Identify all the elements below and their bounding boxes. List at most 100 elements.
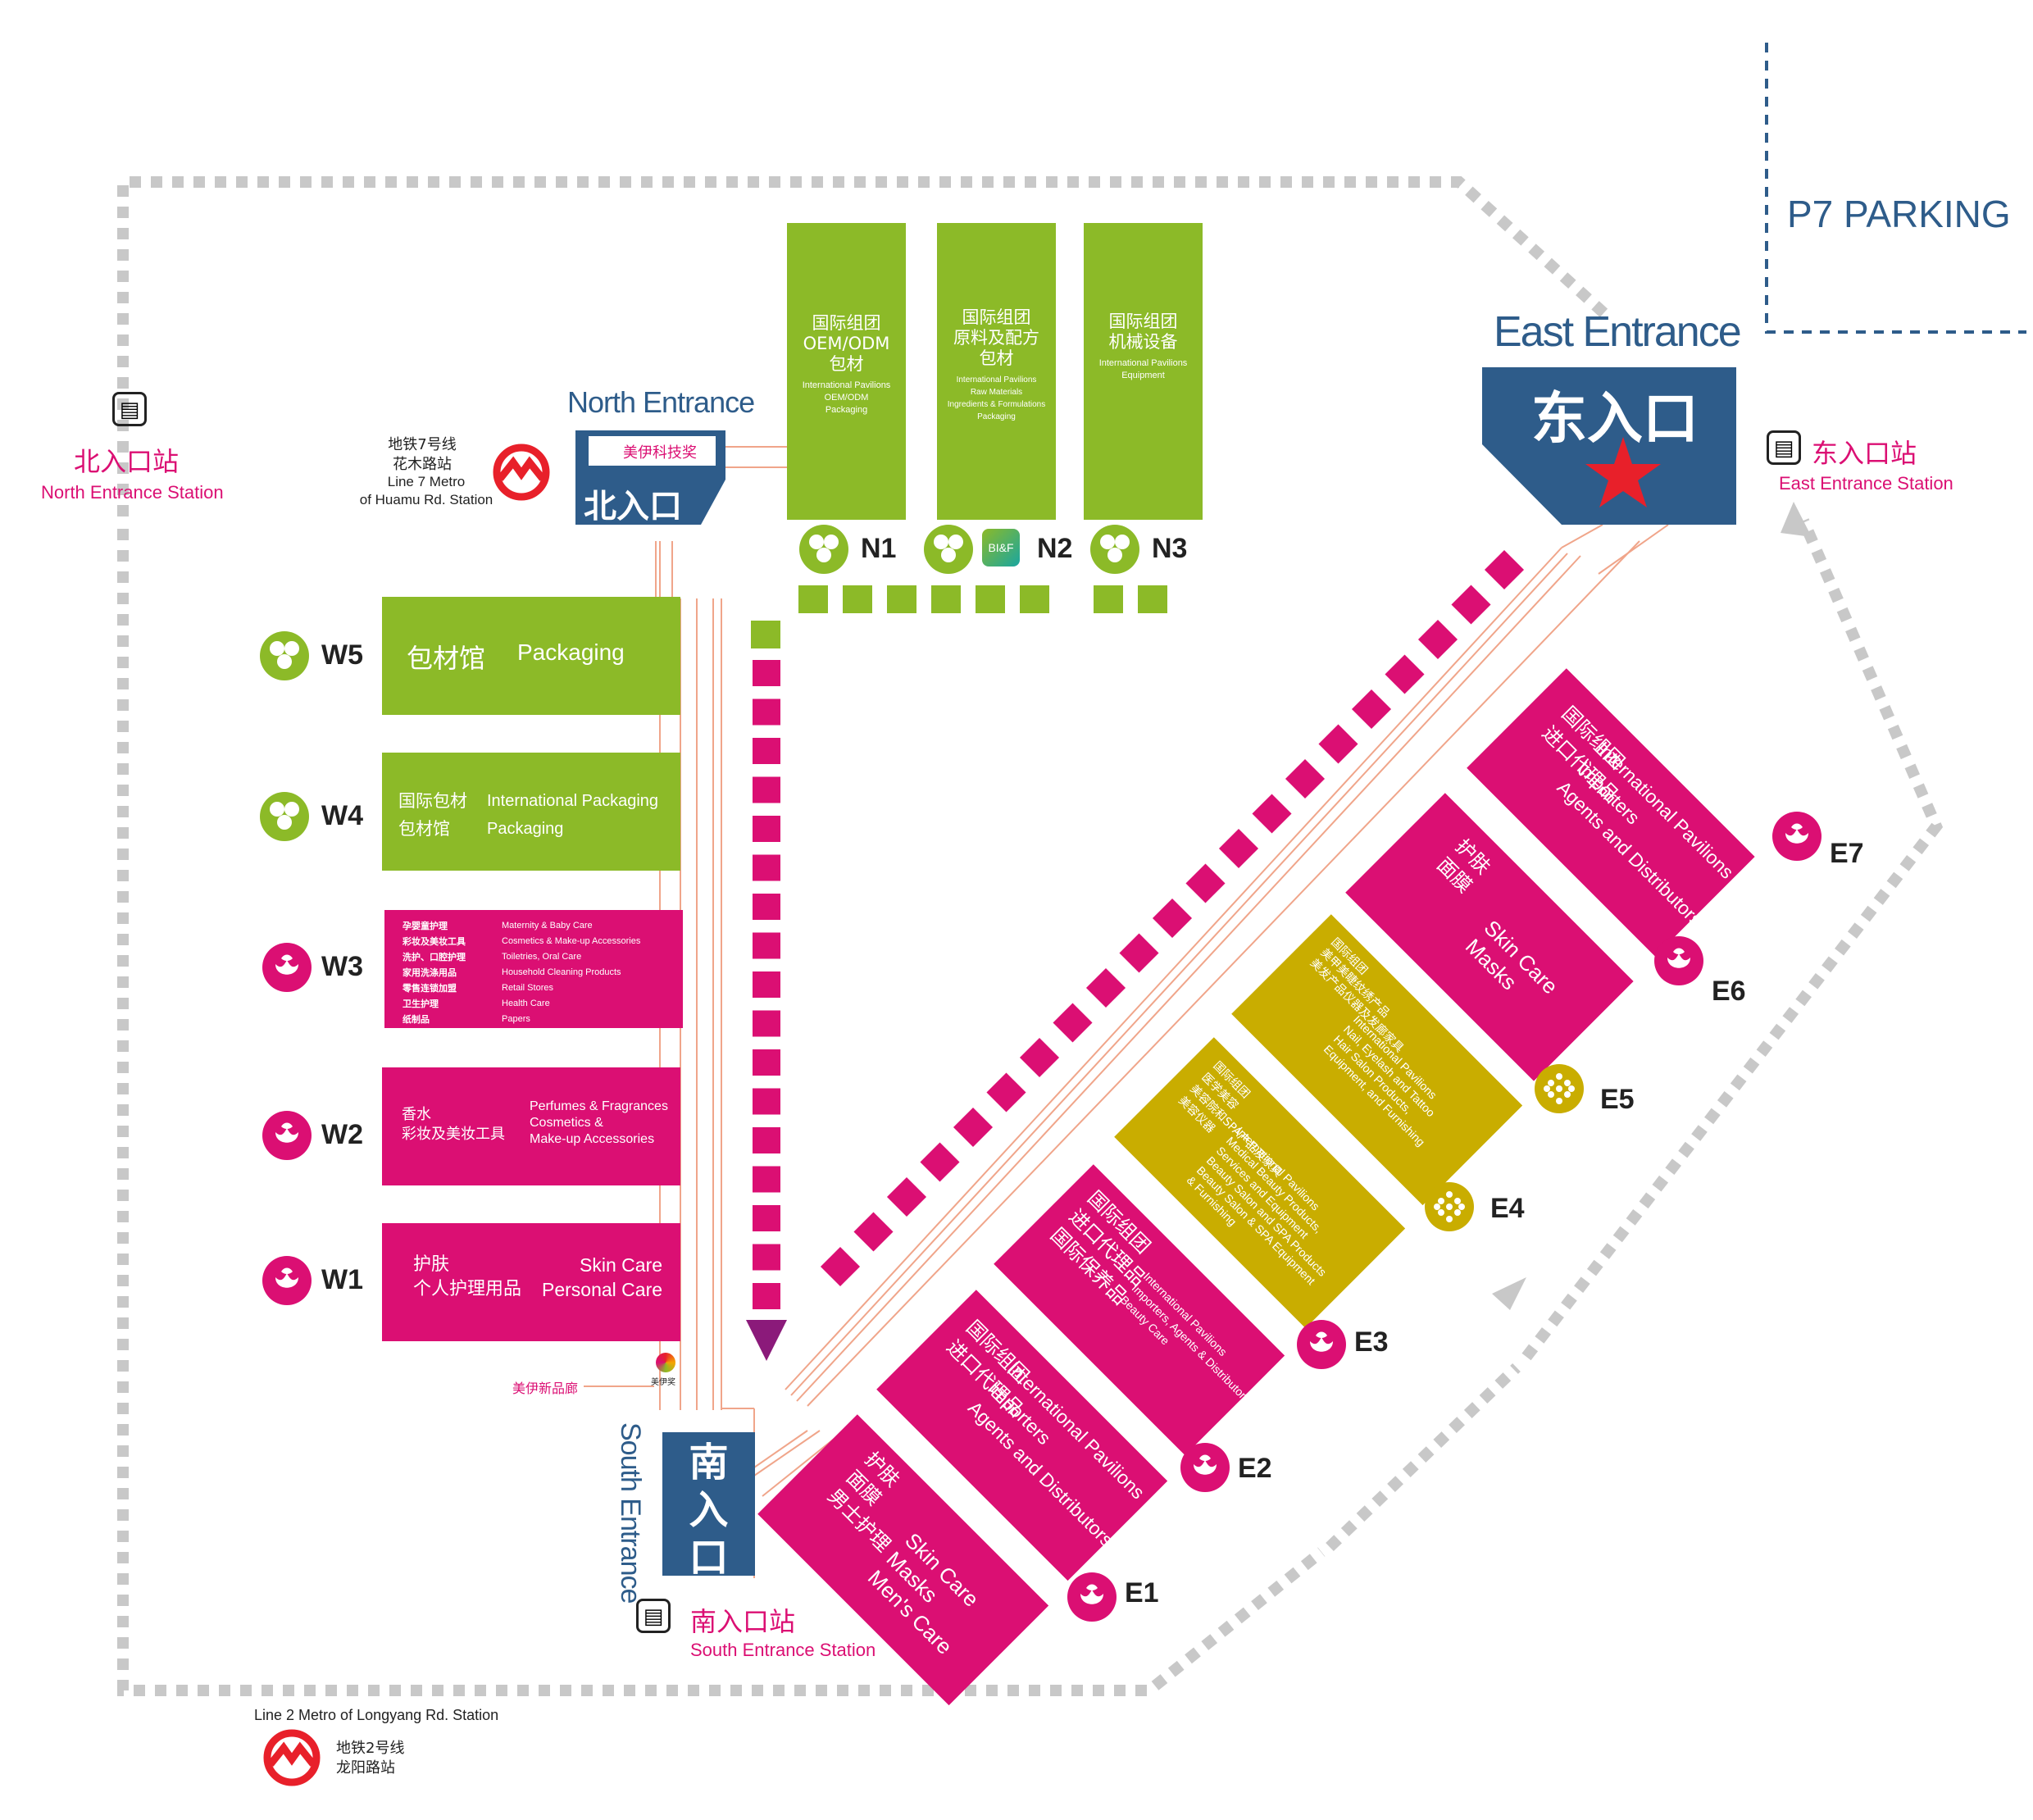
text-line: 原料及配方: [953, 328, 1039, 348]
text-line: Raw Materials: [970, 388, 1023, 397]
packaging-icon: [260, 631, 309, 680]
text-line: Ingredients & Formulations: [947, 400, 1046, 409]
hall-label-N3: N3: [1152, 533, 1188, 564]
hall-W1-cn: 护肤个人护理用品: [413, 1253, 521, 1302]
text-line: Retail Stores: [502, 983, 553, 993]
bif-logo: BI&F: [982, 529, 1020, 566]
metro7-cn-1: 地铁7号线: [388, 436, 457, 453]
gallery-leader-line: [584, 1385, 654, 1387]
text-line: International Pavilions: [802, 380, 891, 390]
hall-label-E6: E6: [1712, 976, 1746, 1007]
east-station-cn: 东入口站: [1812, 438, 1917, 469]
text-line: 卫生护理: [403, 999, 439, 1009]
metro2-cn-1: 地铁2号线: [336, 1740, 405, 1757]
hall-E6-cn: 护肤面膜: [1431, 834, 1496, 899]
walkway-square: [1218, 828, 1259, 869]
text-line: 国际包材: [398, 791, 467, 811]
flower-icon: [1772, 812, 1822, 861]
text-line: Equipment: [1121, 371, 1165, 380]
text-line: OEM/ODM: [824, 393, 869, 403]
hall-label-E2: E2: [1238, 1453, 1272, 1484]
flower-icon: [262, 1111, 312, 1160]
text-line: 包材: [829, 354, 864, 374]
flower-icon: [1654, 936, 1703, 985]
flower-icon: [1180, 1443, 1230, 1492]
walkway-square: [1385, 654, 1425, 694]
walkway-square: [753, 1283, 780, 1309]
north-entrance-sponsor: 美伊科技奖: [623, 444, 697, 462]
metro2-cn-2: 龙阳路站: [336, 1759, 395, 1777]
metro2-en: Line 2 Metro of Longyang Rd. Station: [254, 1707, 499, 1723]
metro7-en-2: of Huamu Rd. Station: [359, 492, 493, 507]
south-station-cn: 南入口站: [690, 1606, 796, 1637]
metro-train-icon: ▤: [636, 1599, 671, 1633]
metro-train-icon: ▤: [112, 392, 147, 426]
text-line: International Packaging: [487, 792, 659, 810]
east-station-en: East Entrance Station: [1779, 473, 1953, 494]
walkway-square: [1351, 689, 1392, 730]
walkway-square: [1252, 794, 1292, 834]
walkway-square: [753, 854, 780, 881]
perimeter-path: [1326, 1363, 1521, 1552]
walkway-square: [753, 738, 780, 764]
hall-W3[interactable]: 孕婴童护理彩妆及美妆工具洗护、口腔护理家用洗涤用品零售连锁加盟卫生护理纸制品 M…: [384, 910, 683, 1028]
metro-logo-icon: [493, 444, 550, 501]
text-line: 彩妆及美妆工具: [403, 936, 466, 947]
walkway-square: [753, 932, 780, 959]
walkway-square: [1417, 619, 1458, 660]
packaging-icon: [260, 792, 309, 841]
walkway-square: [986, 1072, 1026, 1112]
gallery-label: 美伊新品廊: [512, 1381, 579, 1396]
hall-label-E7: E7: [1830, 838, 1864, 869]
walkway-marker-north: [798, 585, 1167, 613]
walkway-square: [953, 1107, 994, 1148]
hall-label-E4: E4: [1490, 1193, 1525, 1224]
text-line: Packaging: [977, 412, 1016, 421]
hall-label-N1: N1: [861, 533, 897, 564]
flower-icon: [262, 1256, 312, 1305]
walkway-square: [753, 1244, 780, 1271]
walkway-square: [1285, 758, 1326, 799]
text-line: Make-up Accessories: [530, 1132, 655, 1146]
arrow-icon: [1781, 502, 1812, 537]
text-char: 入: [689, 1487, 729, 1533]
parking-label: P7 PARKING: [1787, 193, 2011, 235]
south-entrance-cn: 南入口: [662, 1439, 755, 1581]
hall-label-N2: N2: [1037, 533, 1073, 564]
walkway-square: [753, 1166, 780, 1193]
hall-label-E5: E5: [1600, 1084, 1635, 1115]
south-station-en: South Entrance Station: [690, 1640, 876, 1660]
hall-W5[interactable]: 包材馆 Packaging: [382, 597, 680, 715]
metro7-en-1: Line 7 Metro: [387, 474, 466, 489]
walkway-square: [1451, 585, 1491, 625]
perimeter-path: [117, 529, 1326, 1696]
hall-N3-cn: 国际组团机械设备: [1084, 312, 1203, 353]
walkway-square: [1053, 1003, 1093, 1043]
walkway-marker-vertical: [753, 660, 780, 1309]
packaging-icon: [924, 525, 973, 574]
walkway-square: [753, 1205, 780, 1231]
walkway-square: [753, 1010, 780, 1037]
perimeter-path: [1521, 518, 1944, 1361]
hall-N2-cn: 国际组团原料及配方包材: [937, 307, 1056, 369]
walkway-square: [1318, 724, 1358, 764]
walkway-square: [753, 698, 780, 726]
east-entrance-block: [1482, 367, 1736, 525]
text-line: Maternity & Baby Care: [502, 921, 593, 930]
hall-label-W1: W1: [321, 1264, 363, 1295]
text-line: Cosmetics &: [530, 1116, 603, 1130]
hall-W2-cn: 香水彩妆及美妆工具: [402, 1105, 505, 1144]
walkway-square: [920, 1142, 960, 1182]
star-icon: [1585, 437, 1661, 507]
